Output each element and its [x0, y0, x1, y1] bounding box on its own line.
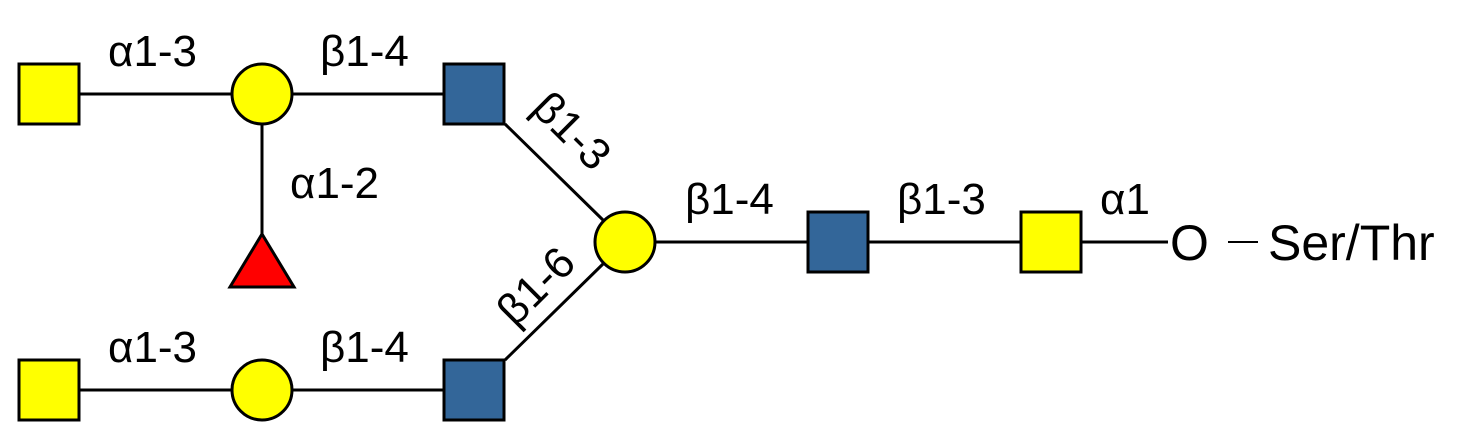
glcnac-square-top	[442, 62, 506, 126]
label-top-a13: α1-3	[108, 27, 197, 76]
bond-branch-b16	[503, 261, 606, 362]
label-bot-a13: α1-3	[108, 323, 197, 372]
galactose-circle-bottom	[230, 358, 294, 422]
label-fuc-a12: α1-2	[290, 159, 379, 208]
bond-branch-b13	[503, 122, 606, 223]
galactose-square-top	[17, 62, 81, 126]
residues	[17, 62, 1083, 422]
label-core-b13: β1-3	[897, 175, 986, 224]
label-branch-b16: β1-6	[487, 238, 585, 336]
galactose-circle-core	[593, 210, 657, 274]
label-top-b14: β1-4	[320, 27, 409, 76]
bonds	[80, 92, 1258, 392]
galactose-square-bottom	[17, 358, 81, 422]
glcnac-square-bottom	[442, 358, 506, 422]
ser-thr-label: Ser/Thr	[1268, 215, 1435, 271]
galactose-circle-top	[230, 62, 294, 126]
galnac-square-root	[1019, 210, 1083, 274]
fucose-triangle	[227, 231, 297, 289]
glcnac-square-core	[806, 210, 870, 274]
label-bot-b14: β1-4	[320, 323, 409, 372]
label-branch-b13: β1-3	[523, 82, 621, 180]
label-root-a1: α1	[1100, 175, 1150, 224]
label-core-b14: β1-4	[685, 175, 774, 224]
oxygen-label: O	[1170, 215, 1209, 271]
